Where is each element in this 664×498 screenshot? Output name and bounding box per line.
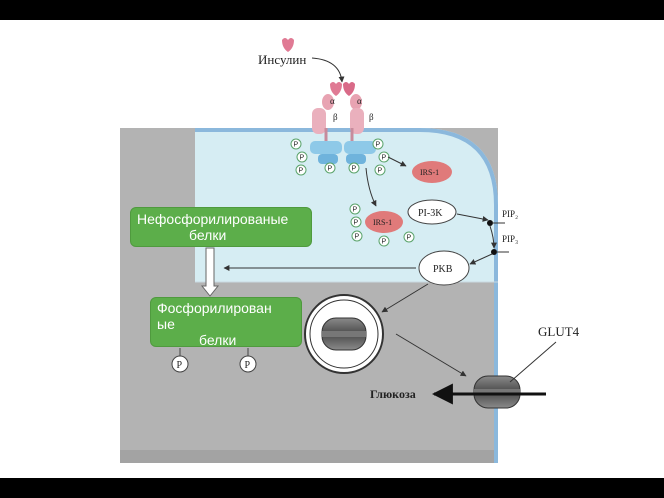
glucose-label: Глюкоза (370, 387, 416, 401)
phospho-badge-left (171, 355, 189, 373)
pip3-label: PIP₃ (502, 234, 518, 244)
svg-text:P: P (294, 142, 299, 149)
svg-text:P: P (407, 235, 412, 242)
beta-label-left: β (333, 112, 338, 122)
svg-text:P: P (300, 155, 305, 162)
beta-label-right: β (369, 112, 374, 122)
pi3k-node (407, 199, 457, 225)
irs1-lower-label: IRS-1 (373, 218, 392, 227)
arrow-pip3-to-pkb (469, 253, 493, 265)
receptor-kinase-left (310, 141, 342, 154)
receptor-phosphates: P P P P P P P P (290, 138, 390, 176)
receptor-kinase-right (344, 141, 376, 154)
cell-membrane (195, 128, 498, 463)
pip2-label: PIP₂ (502, 209, 518, 219)
phospho-badge-left-label: P (177, 360, 183, 371)
irs1-phosphates: P P P P P (349, 203, 415, 247)
insulin-label: Инсулин (258, 52, 306, 67)
irs1-upper (412, 161, 452, 183)
phosphorylation-arrow (200, 247, 220, 297)
alpha-label-right: α (357, 96, 362, 106)
slide: Инсулин α α β β P P P P P P P P IRS-1 (0, 20, 664, 478)
irs1-upper-label: IRS-1 (420, 168, 439, 177)
alpha-label-left: α (330, 96, 335, 106)
cytoplasm-lower-band (120, 450, 498, 463)
insulin-signaling-diagram: Инсулин α α β β P P P P P P P P IRS-1 (120, 38, 580, 463)
arrow-vesicle-to-glut4 (395, 333, 467, 377)
bound-insulin-icon (330, 82, 342, 96)
phospho-badge-right (239, 355, 257, 373)
phospho-badge-right-label: P (245, 360, 251, 371)
receptor-alpha-right (350, 94, 362, 110)
unphosphorylated-line1: Нефосфорилированые (137, 211, 289, 227)
glut4-label-pointer (509, 341, 557, 383)
glut4-label: GLUT4 (538, 324, 580, 339)
svg-text:P: P (376, 142, 381, 149)
receptor-beta-left (312, 108, 326, 134)
arrow-pi3k-to-pip2 (456, 213, 489, 222)
svg-text:P: P (378, 168, 383, 175)
receptor-beta-right (350, 108, 364, 134)
insulin-arrow (311, 57, 345, 83)
svg-text:P: P (354, 220, 359, 227)
pkb-node (418, 250, 470, 286)
svg-text:P: P (328, 166, 333, 173)
svg-text:P: P (352, 166, 357, 173)
phosphorylated-proteins-box: Фосфорилирован ые белки (150, 297, 302, 348)
unphosphorylated-proteins-box: Нефосфорилированые белки (130, 207, 312, 247)
svg-text:P: P (355, 234, 360, 241)
arrow-receptor-to-irs1-lower (365, 167, 377, 207)
phosphorylated-line2: ые (157, 316, 175, 332)
svg-text:P: P (382, 155, 387, 162)
pip2-to-pip3-arrow (489, 225, 497, 249)
bound-insulin-icon-2 (343, 82, 355, 96)
pi3k-label: PI-3K (418, 208, 443, 219)
svg-text:P: P (353, 207, 358, 214)
arrow-pkb-to-vesicle (381, 283, 429, 313)
arrow-receptor-to-irs1 (387, 156, 407, 167)
insulin-molecule-icon (282, 38, 294, 52)
pip3-point (491, 249, 497, 255)
pkb-label: PKB (433, 264, 453, 275)
irs1-lower (365, 211, 403, 233)
phosphorylated-line3: белки (199, 332, 237, 348)
receptor-kinase-left-2 (318, 154, 338, 164)
svg-text:P: P (299, 168, 304, 175)
svg-text:P: P (382, 239, 387, 246)
phosphorylated-line1: Фосфорилирован (157, 300, 272, 316)
pip2-point (487, 220, 493, 226)
unphosphorylated-line2: белки (189, 227, 227, 243)
receptor-kinase-right-2 (346, 154, 366, 164)
receptor-alpha-left (322, 94, 334, 110)
